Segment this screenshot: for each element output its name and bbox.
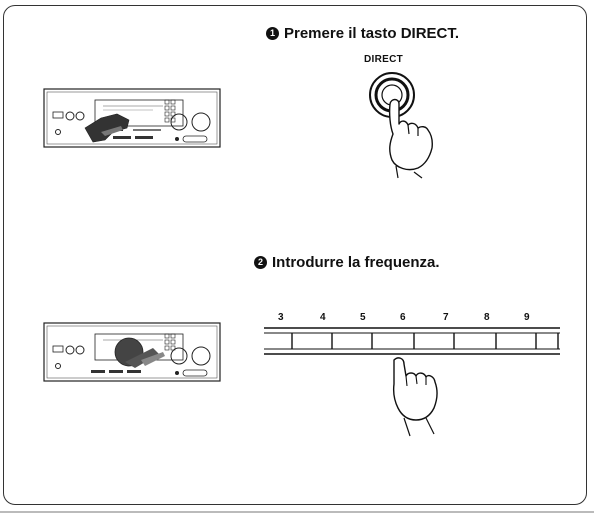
key-3-label: 3 [278, 312, 284, 323]
key-5-label: 5 [360, 312, 366, 323]
step2-number: 2 [254, 256, 267, 269]
key-8-label: 8 [484, 312, 490, 323]
receiver-illustration-1 [43, 88, 221, 148]
step1-heading: 1 Premere il tasto DIRECT. [266, 25, 459, 42]
receiver-illustration-2 [43, 322, 221, 382]
step2-title: Introdurre la frequenza. [272, 254, 440, 271]
number-key-strip [264, 327, 560, 355]
key-7-label: 7 [443, 312, 449, 323]
bottom-rule [0, 511, 594, 513]
step1-number: 1 [266, 27, 279, 40]
hand-press-illustration [392, 357, 438, 437]
step1-title: Premere il tasto DIRECT. [284, 25, 460, 42]
key-4-label: 4 [320, 312, 326, 323]
direct-button-label: DIRECT [364, 54, 404, 65]
key-9-label: 9 [524, 312, 530, 323]
direct-button-press-illustration [369, 72, 433, 179]
step2-heading: 2 Introdurre la frequenza. [254, 254, 440, 271]
key-6-label: 6 [400, 312, 406, 323]
instruction-frame [3, 5, 587, 505]
